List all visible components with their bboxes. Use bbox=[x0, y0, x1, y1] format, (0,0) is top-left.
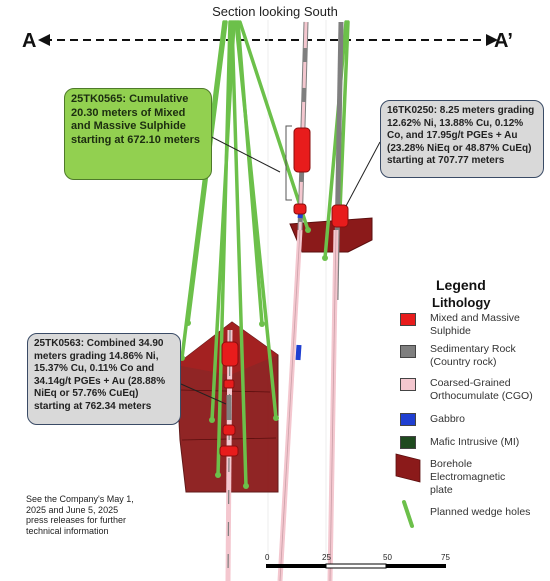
callout-16TK0250: 16TK0250: 8.25 meters grading 12.62% Ni,… bbox=[380, 100, 544, 178]
legend-swatch-sedimentary bbox=[400, 345, 416, 358]
section-label-end: A’ bbox=[494, 30, 513, 52]
section-arrow-right bbox=[486, 34, 498, 46]
legend-label-mafic: Mafic Intrusive (MI) bbox=[430, 436, 520, 448]
planned-wedge-holes bbox=[180, 20, 350, 488]
legend-subtitle: Lithology bbox=[432, 295, 491, 310]
legend-label-sedimentary: Sedimentary Rock (Country rock) bbox=[430, 343, 516, 368]
callout-25TK0565: 25TK0565: Cumulative 20.30 meters of Mix… bbox=[64, 88, 212, 180]
legend-label-wedge: Planned wedge holes bbox=[430, 506, 531, 518]
legend-plate-swatch bbox=[395, 453, 421, 483]
legend-label-sulphide: Mixed and Massive Sulphide bbox=[430, 312, 520, 337]
legend-wedge-swatch bbox=[402, 500, 414, 528]
legend-swatch-cgo bbox=[400, 378, 416, 391]
legend-label-em-plate: Borehole Electromagnetic plate bbox=[430, 458, 506, 496]
legend-swatch-sulphide bbox=[400, 313, 416, 326]
legend-label-gabbro: Gabbro bbox=[430, 413, 466, 425]
leader-line-right bbox=[345, 141, 381, 207]
section-title: Section looking South bbox=[212, 4, 338, 19]
scale-label-50: 50 bbox=[383, 553, 392, 562]
legend-swatch-gabbro bbox=[400, 413, 416, 426]
legend-label-cgo: Coarsed-Grained Orthocumulate (CGO) bbox=[430, 377, 533, 402]
footnote: See the Company's May 1, 2025 and June 5… bbox=[26, 494, 134, 536]
drillhole-16TK0250 bbox=[327, 21, 344, 581]
planned-wedge-hole-ends bbox=[179, 227, 328, 489]
intercept-bracket bbox=[285, 125, 292, 201]
scale-bar bbox=[266, 563, 446, 569]
sulphide-intercepts bbox=[219, 127, 349, 457]
scale-label-25: 25 bbox=[322, 553, 331, 562]
section-label-start: A bbox=[22, 30, 37, 52]
drillhole-25TK0565 bbox=[277, 21, 309, 581]
callout-25TK0563: 25TK0563: Combined 34.90 meters grading … bbox=[27, 333, 181, 425]
scale-label-0: 0 bbox=[265, 553, 270, 562]
legend-title: Legend bbox=[436, 277, 486, 293]
legend-swatch-mafic bbox=[400, 436, 416, 449]
section-arrow-left bbox=[38, 34, 50, 46]
scale-label-75: 75 bbox=[441, 553, 450, 562]
leader-line-left bbox=[180, 383, 227, 405]
